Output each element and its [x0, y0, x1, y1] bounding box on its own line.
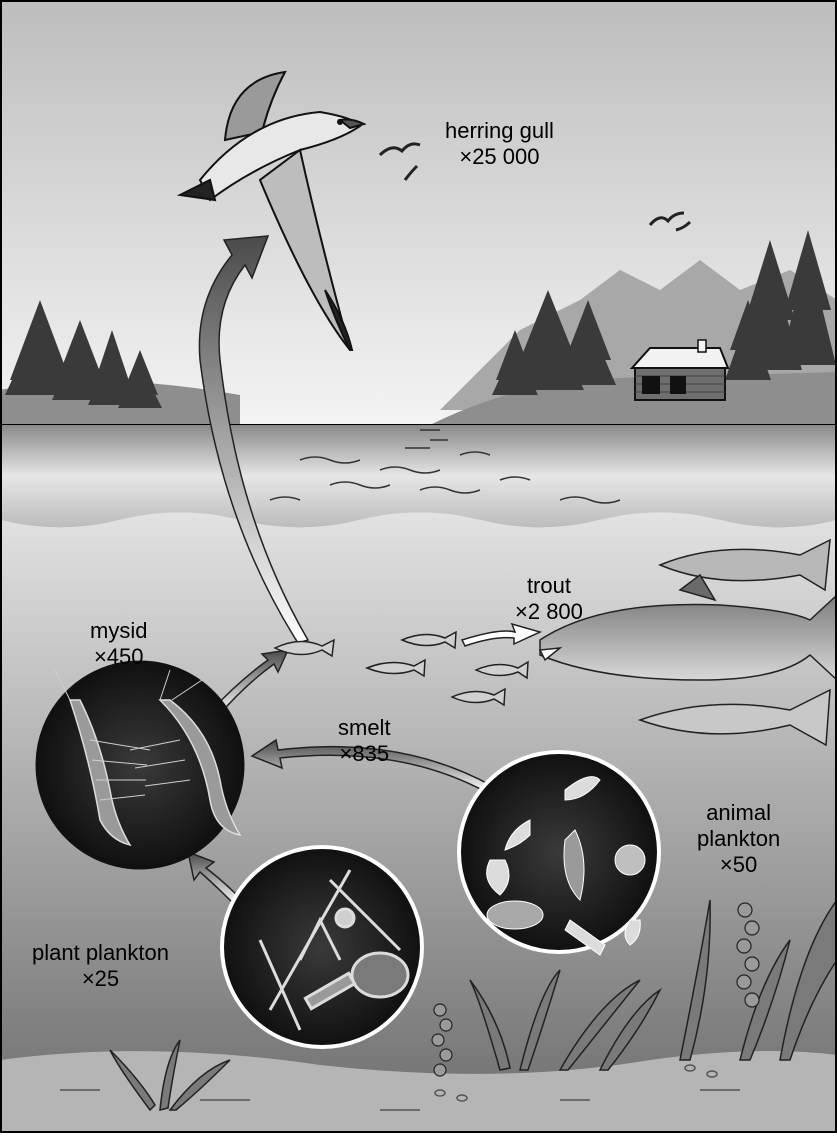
plant-plankton-factor: ×25 [32, 966, 169, 992]
herring-gull-factor: ×25 000 [445, 144, 554, 170]
animal-plankton-name-line1: animal [697, 800, 780, 826]
label-animal-plankton: animal plankton ×50 [697, 800, 780, 878]
mysid-name: mysid [90, 618, 147, 644]
label-mysid: mysid ×450 [90, 618, 147, 670]
label-plant-plankton: plant plankton ×25 [32, 940, 169, 992]
plant-plankton-circle [222, 847, 422, 1047]
plant-plankton-name: plant plankton [32, 940, 169, 966]
label-trout: trout ×2 800 [515, 573, 583, 625]
mysid-factor: ×450 [90, 644, 147, 670]
trout-factor: ×2 800 [515, 599, 583, 625]
animal-plankton-name-line2: plankton [697, 826, 780, 852]
trout-name: trout [515, 573, 583, 599]
smelt-name: smelt [338, 715, 391, 741]
label-smelt: smelt ×835 [338, 715, 391, 767]
smelt-factor: ×835 [338, 741, 391, 767]
herring-gull-name: herring gull [445, 118, 554, 144]
water-surface [0, 425, 837, 528]
animal-plankton-factor: ×50 [697, 852, 780, 878]
label-herring-gull: herring gull ×25 000 [445, 118, 554, 170]
